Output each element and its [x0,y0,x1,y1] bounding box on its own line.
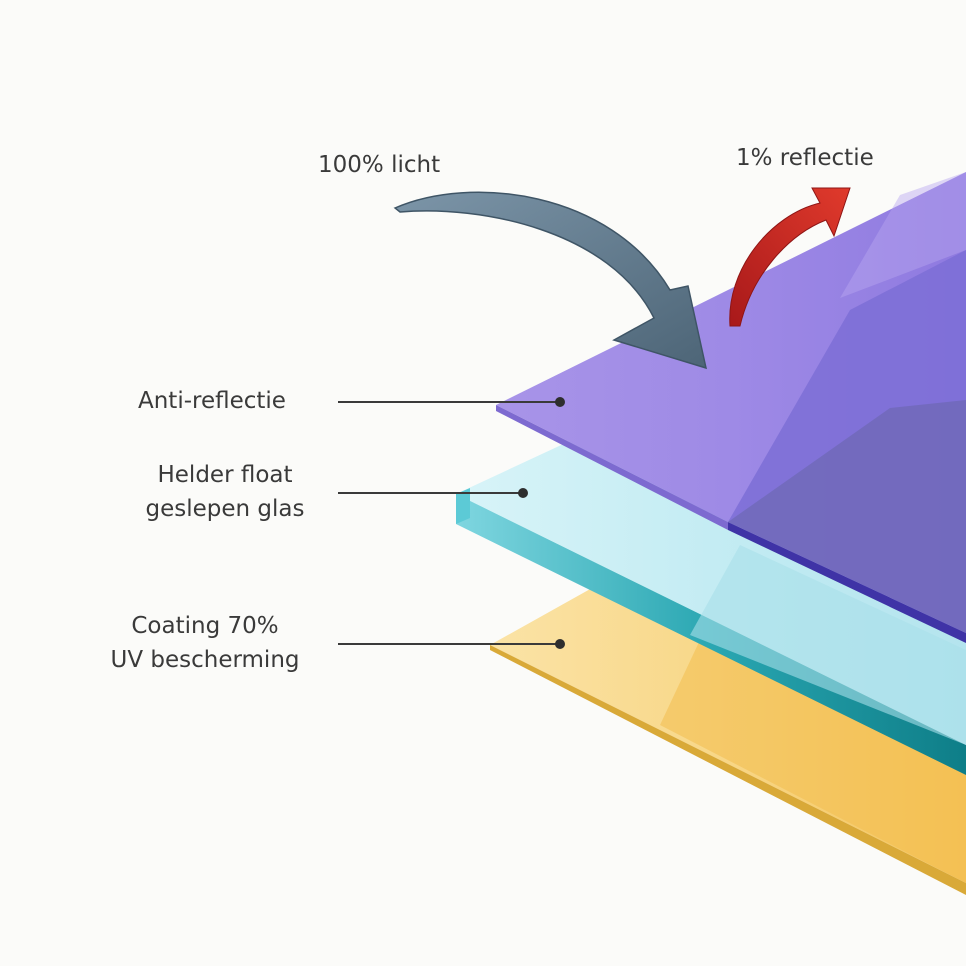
leader-lines [338,397,565,649]
leader-dot-glass [518,488,528,498]
leader-dot-coating [555,639,565,649]
label-coating-line2: UV bescherming [110,647,300,673]
label-glass: Helder float geslepen glas [120,458,330,526]
coating-layer [490,588,966,895]
label-reflection: 1% reflectie [736,145,874,171]
curved-arrow-down-icon [393,191,708,370]
curved-arrow-up-icon [729,187,851,327]
incoming-light-arrow [393,191,708,370]
label-coating: Coating 70% UV bescherming [100,609,310,677]
glass-layer [456,440,966,775]
anti-reflection-layer [496,172,966,643]
label-incoming-light: 100% licht [318,152,441,178]
reflection-arrow [729,187,851,327]
leader-dot-anti-reflection [555,397,565,407]
label-coating-line1: Coating 70% [131,613,279,639]
label-glass-line1: Helder float [157,462,293,488]
label-glass-line2: geslepen glas [145,496,305,522]
label-anti-reflection: Anti-reflectie [138,388,286,414]
